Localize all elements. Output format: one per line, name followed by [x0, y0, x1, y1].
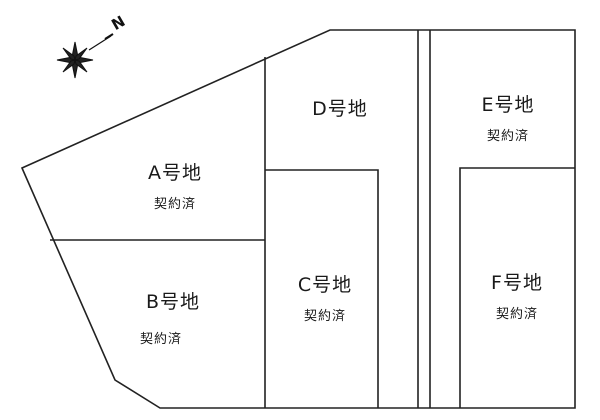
lot-c-outline	[265, 169, 379, 408]
lot-a: A号地 契約済	[120, 158, 230, 212]
lot-b: B号地 契約済	[118, 287, 228, 347]
lot-d: D号地	[285, 94, 395, 121]
lot-e-status: 契約済	[486, 129, 529, 144]
lot-a-name: A号地	[148, 162, 202, 184]
lot-f: F号地 契約済	[462, 268, 572, 322]
lot-c: C号地 契約済	[270, 270, 380, 324]
lot-c-status: 契約済	[303, 309, 346, 324]
compass-rose-icon	[56, 33, 114, 79]
lot-f-outline	[459, 167, 575, 408]
lot-c-name: C号地	[297, 274, 353, 296]
lot-f-status: 契約済	[495, 307, 538, 322]
lot-d-name: D号地	[312, 98, 368, 120]
site-boundary	[20, 29, 576, 409]
lot-f-name: F号地	[491, 272, 543, 294]
lot-b-status: 契約済	[139, 332, 182, 347]
lot-b-name: B号地	[145, 291, 201, 313]
lot-e: E号地 契約済	[453, 90, 563, 144]
lot-a-status: 契約済	[153, 197, 196, 212]
lot-e-name: E号地	[481, 94, 535, 116]
